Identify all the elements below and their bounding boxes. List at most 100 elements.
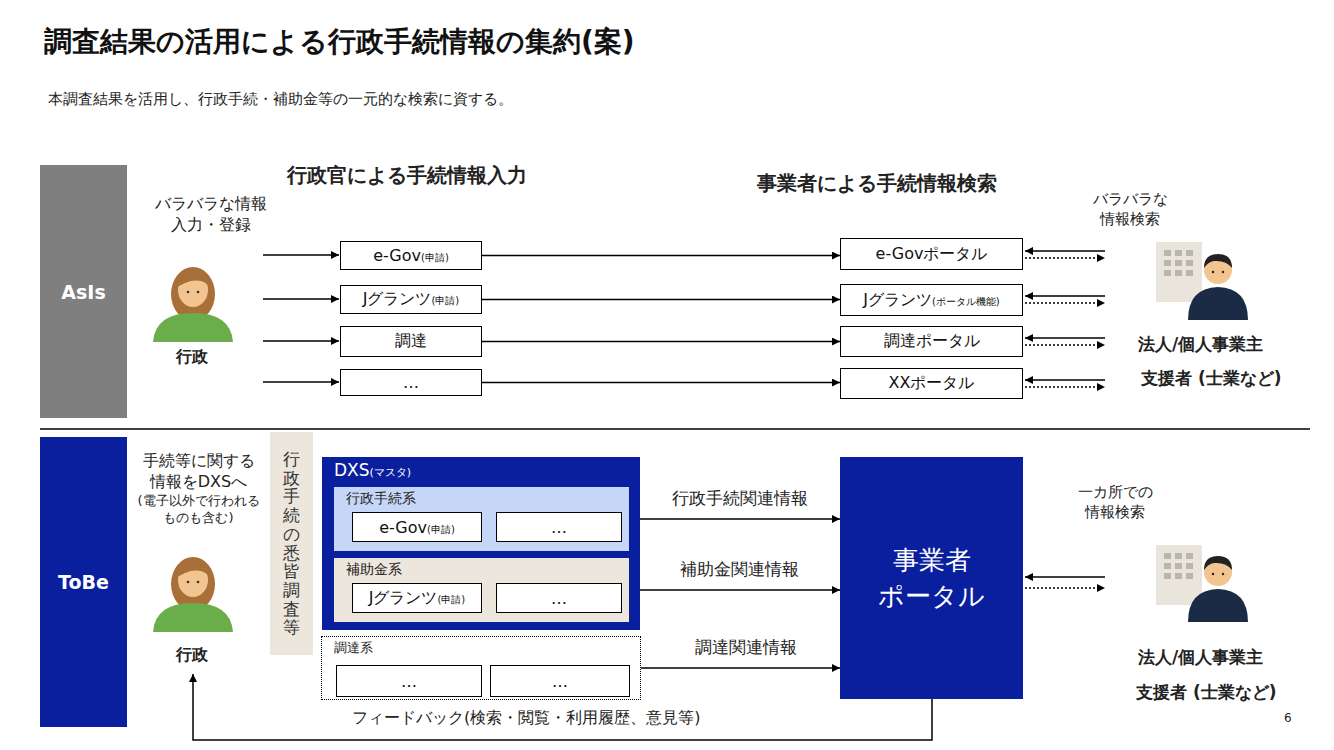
node-text: ToBe [58,571,109,593]
node-subtext: (申請) [437,594,465,605]
person-icon [1188,556,1248,622]
text-label: 事業者による手続情報検索 [757,170,997,196]
group-box: 調達系 … … [321,636,641,700]
node-text: … [551,589,567,608]
text-label: 支援者 (士業など) [1136,681,1276,703]
portal-box: 調達ポータル [840,326,1023,357]
person-icon [1188,254,1248,320]
node-text: 補助金系 [346,561,402,577]
text-holder: Jグランツ(申請) [363,289,460,310]
text-holder: … [551,518,567,537]
node-text: 事業者 ポータル [878,545,985,611]
text-holder: AsIs [61,281,105,303]
connector-arrow [482,255,840,256]
text-label: 法人/個人事業主 [1138,646,1263,668]
text-label: 行政官による手続情報入力 [287,162,527,188]
text-holder: Jグランツ(ポータル機能) [863,290,1000,311]
system-box: Jグランツ(申請) [352,583,482,613]
node-subtext: (申請) [421,252,449,263]
text-holder: 事業者 ポータル [850,542,1013,615]
text-holder: e-Govポータル [876,244,988,265]
text-label: (電子以外で行われるものも含む) [136,493,261,527]
group-box: 行政手続系 e-Gov(申請) … [334,487,629,551]
text-holder: ToBe [58,571,109,593]
text-label: 法人/個人事業主 [1138,333,1263,355]
portal-box: Jグランツ(ポータル機能) [840,284,1023,316]
node-subtext: (申請) [427,524,455,535]
node-text: … [551,518,567,537]
text-holder: 調達ポータル [884,331,980,352]
person-icon [153,267,233,342]
text-holder: … [401,672,417,691]
text-holder: e-Gov(申請) [373,246,449,265]
vertical-band: 行政手続の悉皆調査等 [270,432,313,655]
text-holder: Jグランツ(申請) [369,588,466,609]
text-label: 6 [1284,711,1292,727]
node-text: Jグランツ [369,588,438,607]
connector-arrow [629,589,840,590]
text-holder: … [551,589,567,608]
text-label: バラバラな 情報検索 [1068,190,1192,229]
master-box: DXS(マスタ)行政手続系e-Gov(申請)…補助金系Jグランツ(申請)… [322,457,640,630]
text-holder: 調達系 [322,637,640,659]
edge-label: 調達関連情報 [691,636,801,659]
divider-line [40,428,1310,430]
building-icon [1156,545,1202,605]
text-holder: XXポータル [889,373,975,394]
system-box: … [496,583,622,613]
connector-arrow [482,299,840,300]
text-label: 行政 [176,645,208,666]
input-arrows [263,255,339,382]
node-text: … [403,373,419,392]
node-text: e-Govポータル [876,244,988,263]
connector-arrow [482,341,840,342]
node-text: XXポータル [889,373,975,392]
text-holder: 調達 [395,331,427,352]
page-title: 調査結果の活用による行政手続情報の集約(案) [44,24,635,60]
text-holder: 行政手続系 [334,487,629,511]
connector-arrow [629,518,840,519]
text-label: 手続等に関する 情報をDXSへ [127,451,270,493]
node-subtext: (ポータル機能) [932,296,1000,307]
node-text: 調達ポータル [884,331,980,350]
text-label: 一カ所での 情報検索 [1050,483,1180,522]
text-label: 本調査結果を活用し、行政手続・補助金等の一元的な検索に資する。 [48,90,513,110]
node-text: Jグランツ [863,290,932,309]
system-box: … [496,512,622,542]
node-text: e-Gov [379,518,427,537]
node-text: Jグランツ [363,289,432,308]
portal-box: e-Govポータル [840,238,1023,270]
portal-box: 事業者 ポータル [840,457,1023,699]
person-icon [153,557,233,632]
process-box: 調達 [340,326,482,357]
node-subtext: (マスタ) [370,466,412,479]
edge-label: 行政手続関連情報 [668,487,812,510]
text-holder: … [403,373,419,392]
node-text: DXS [334,460,370,480]
section-band: ToBe [40,437,127,727]
node-text: 行政手続系 [346,490,416,506]
text-holder: e-Gov(申請) [379,518,455,537]
text-holder: 補助金系 [334,558,629,582]
portal-box: XXポータル [840,368,1023,399]
text-label: 行政 [176,347,208,368]
process-box: … [340,369,482,396]
text-label: フィードバック(検索・閲覧・利用履歴、意見等) [352,708,700,729]
group-box: 補助金系 Jグランツ(申請) … [334,558,629,622]
node-text: 調達系 [334,640,373,655]
edge-label: 補助金関連情報 [676,558,803,581]
process-box: e-Gov(申請) [340,241,482,270]
text-label: バラバラな情報 入力・登録 [128,194,293,236]
connector-arrow [641,667,840,668]
search-arrows [1025,251,1105,588]
system-box: … [336,665,482,697]
system-box: … [490,665,630,697]
text-holder: 行政手続の悉皆調査等 [283,450,300,637]
connector-arrow [482,382,840,383]
node-text: … [401,672,417,691]
process-box: Jグランツ(申請) [340,285,482,314]
node-text: 調達 [395,331,427,350]
text-holder: … [552,672,568,691]
